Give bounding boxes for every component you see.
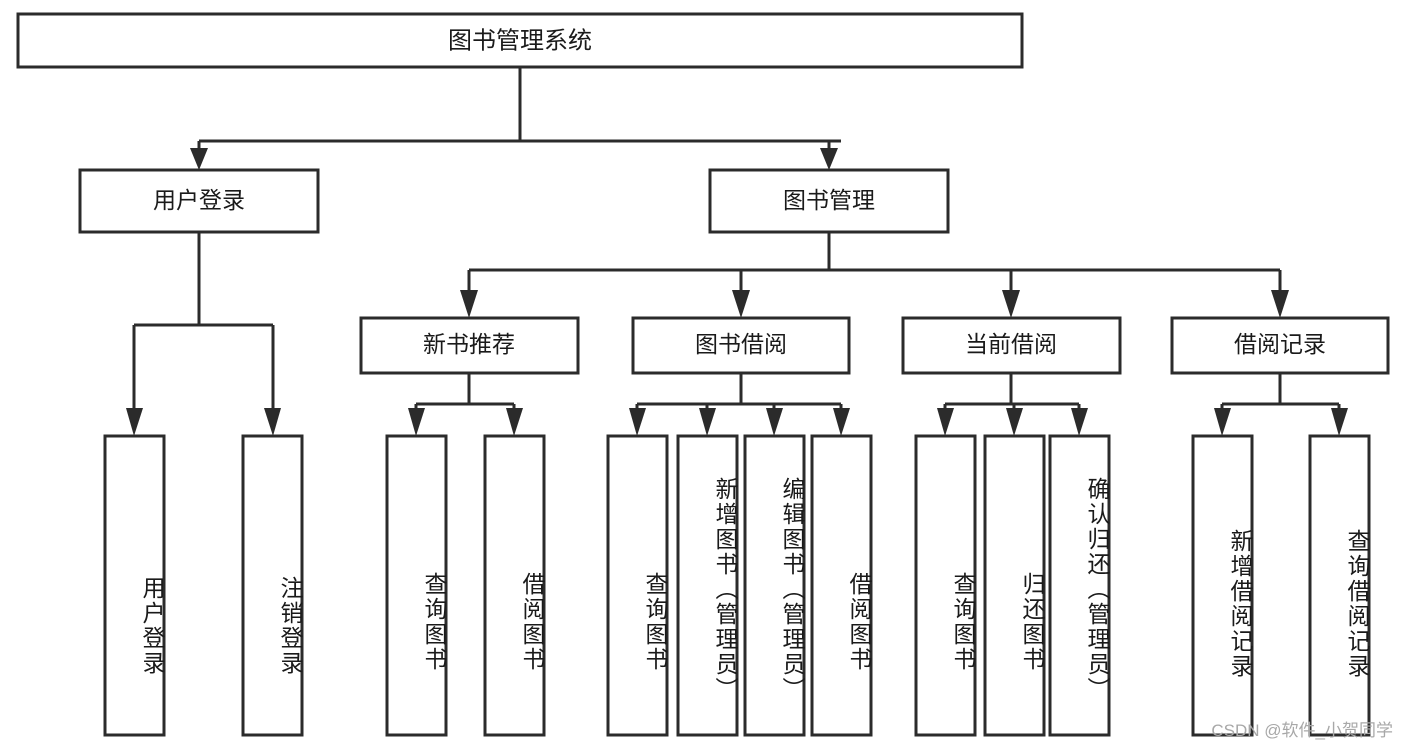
arrow-head-icon xyxy=(937,408,954,436)
connector-group-borrow-record xyxy=(1214,373,1348,436)
node-borrow-record-box[interactable] xyxy=(1170,316,1390,375)
node-borrow-record[interactable]: 借阅记录 xyxy=(1170,316,1390,375)
node-current-borrow[interactable]: 当前借阅 xyxy=(901,316,1122,375)
leaf-boxes xyxy=(103,434,1371,737)
connector-group-book-manage xyxy=(460,232,1289,318)
node-borrow-record-label: 借阅记录 xyxy=(1234,331,1326,357)
node-leaf-query-book-2-box[interactable] xyxy=(606,434,669,737)
node-leaf-query-book-3-box[interactable] xyxy=(914,434,977,737)
arrow-head-icon xyxy=(766,408,783,436)
node-leaf-borrow-book-1-box[interactable] xyxy=(483,434,546,737)
node-leaf-confirm-return-box[interactable] xyxy=(1048,434,1111,737)
arrow-head-icon xyxy=(1271,290,1289,318)
arrow-head-icon xyxy=(1331,408,1348,436)
arrow-head-icon xyxy=(506,408,523,436)
node-leaf-user-login-box[interactable] xyxy=(103,434,166,737)
node-root[interactable]: 图书管理系统 xyxy=(16,12,1024,69)
node-user-login-label: 用户登录 xyxy=(153,187,245,213)
node-current-borrow-label: 当前借阅 xyxy=(965,331,1057,357)
node-leaf-add-record-box[interactable] xyxy=(1191,434,1254,737)
arrow-head-icon xyxy=(190,148,208,170)
connector-group-current-borrow xyxy=(937,373,1088,436)
node-leaf-edit-book-box[interactable] xyxy=(743,434,806,737)
arrow-head-icon xyxy=(126,408,143,436)
connector-group-root xyxy=(190,67,841,170)
arrow-head-icon xyxy=(1214,408,1231,436)
node-book-manage[interactable]: 图书管理 xyxy=(708,168,950,234)
node-leaf-add-book-box[interactable] xyxy=(676,434,739,737)
node-new-book-recommend-label: 新书推荐 xyxy=(423,331,515,357)
node-user-login[interactable]: 用户登录 xyxy=(78,168,320,234)
node-leaf-query-record-box[interactable] xyxy=(1308,434,1371,737)
node-leaf-query-book-1-box[interactable] xyxy=(385,434,448,737)
arrow-head-icon xyxy=(820,148,838,170)
node-leaf-borrow-book-2-box[interactable] xyxy=(810,434,873,737)
node-book-manage-box[interactable] xyxy=(708,168,950,234)
arrow-head-icon xyxy=(1002,290,1020,318)
arrow-head-icon xyxy=(1006,408,1023,436)
arrow-head-icon xyxy=(629,408,646,436)
connector-group-new-book-recommend xyxy=(408,373,523,436)
connector-group-book-borrow xyxy=(629,373,850,436)
connector-group-user-login xyxy=(126,232,281,436)
node-root-box[interactable] xyxy=(16,12,1024,69)
arrow-head-icon xyxy=(408,408,425,436)
arrow-head-icon xyxy=(460,290,478,318)
node-root-label: 图书管理系统 xyxy=(448,27,592,54)
node-book-manage-label: 图书管理 xyxy=(783,187,875,213)
arrow-head-icon xyxy=(264,408,281,436)
arrow-head-icon xyxy=(732,290,750,318)
node-leaf-return-book-box[interactable] xyxy=(983,434,1046,737)
node-new-book-recommend[interactable]: 新书推荐 xyxy=(359,316,580,375)
node-current-borrow-box[interactable] xyxy=(901,316,1122,375)
node-leaf-user-logout-box[interactable] xyxy=(241,434,304,737)
node-new-book-recommend-box[interactable] xyxy=(359,316,580,375)
node-book-borrow[interactable]: 图书借阅 xyxy=(631,316,851,375)
node-book-borrow-label: 图书借阅 xyxy=(695,331,787,357)
arrow-head-icon xyxy=(1071,408,1088,436)
node-book-borrow-box[interactable] xyxy=(631,316,851,375)
arrow-head-icon xyxy=(833,408,850,436)
arrow-head-icon xyxy=(699,408,716,436)
node-user-login-box[interactable] xyxy=(78,168,320,234)
